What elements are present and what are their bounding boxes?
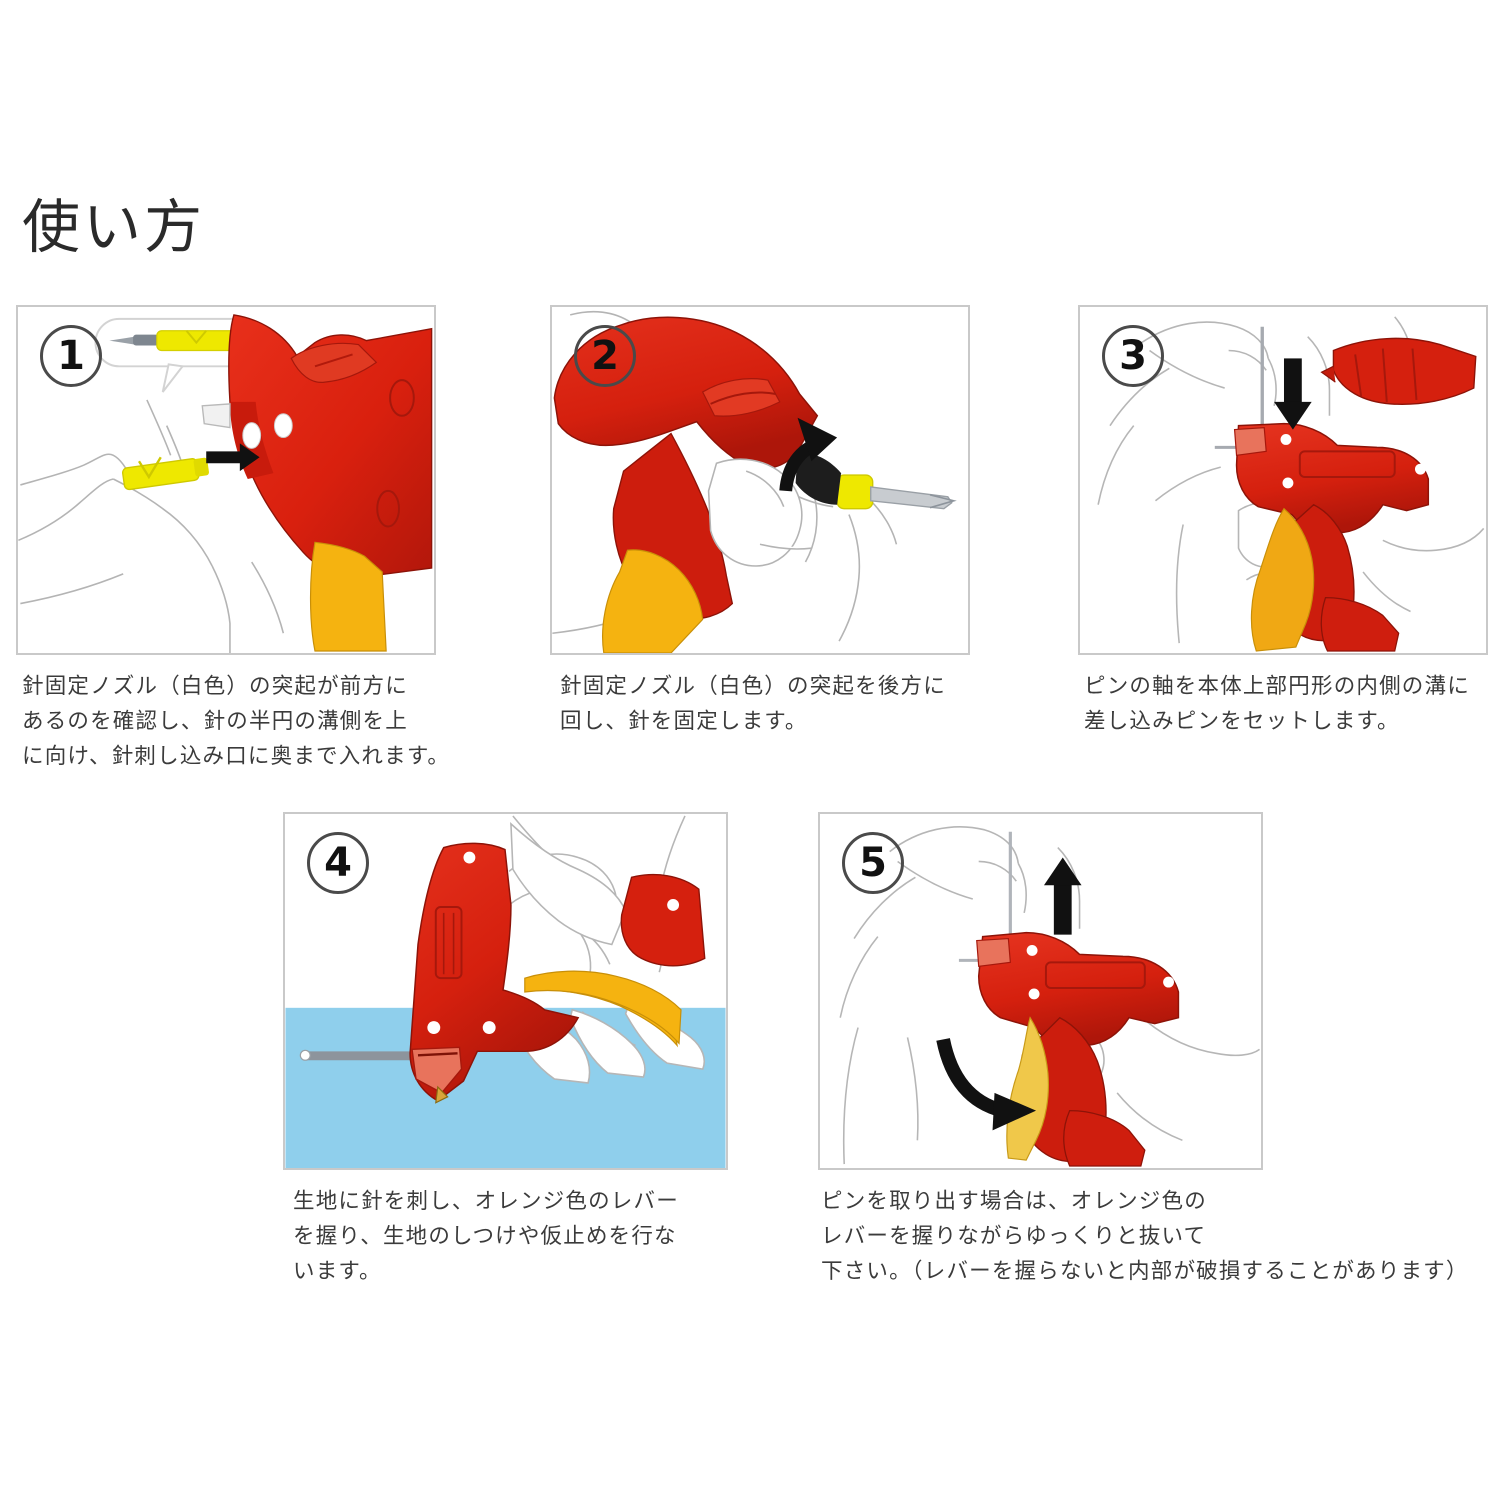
step-number-3: 3 [1102,325,1164,387]
step-5-illustration: 5 [818,812,1263,1170]
yellow-nozzle-collar [836,474,874,510]
orange-lever [1250,507,1315,652]
step-4-illustration: 4 [283,812,728,1170]
step-3-artwork [1080,307,1486,653]
step-1-caption: 針固定ノズル（白色）の突起が前方に あるのを確認し、針の半円の溝側を上 に向け、… [22,674,451,769]
step-5-caption: ピンを取り出す場合は、オレンジ色の レバーを握りながらゆっくりと抜いて 下さい。… [821,1189,1469,1284]
step-4-artwork [285,814,726,1168]
step-number-2: 2 [574,325,636,387]
step-3-illustration: 3 [1078,305,1488,655]
down-arrow [1274,358,1312,430]
step-5-artwork [820,814,1261,1168]
orange-lever [602,549,704,653]
needle-in-fabric [299,1049,430,1061]
up-arrow [1043,857,1082,935]
curved-arrow-down-right [936,1037,1037,1131]
orange-lever [1006,1016,1049,1161]
step-2-caption: 針固定ノズル（白色）の突起を後方に 回し、針を固定します。 [560,674,946,734]
step-number-5: 5 [842,832,904,894]
step-number-4: 4 [307,832,369,894]
curved-arrow-rotate [779,417,838,492]
straight-arrow-right [206,443,260,472]
step-2-illustration: 2 [550,305,970,655]
yellow-needle [121,456,209,491]
step-4-caption: 生地に針を刺し、オレンジ色のレバー を握り、生地のしつけや仮止めを行な います。 [293,1189,679,1284]
step-1-artwork [18,307,434,653]
red-pin-clip [1320,337,1477,405]
orange-lever [309,541,387,652]
step-number-1: 1 [40,325,102,387]
step-3-caption: ピンの軸を本体上部円形の内側の溝に 差し込みピンをセットします。 [1084,674,1470,734]
step-1-illustration: 1 [16,305,436,655]
page-title: 使い方 [22,193,206,261]
